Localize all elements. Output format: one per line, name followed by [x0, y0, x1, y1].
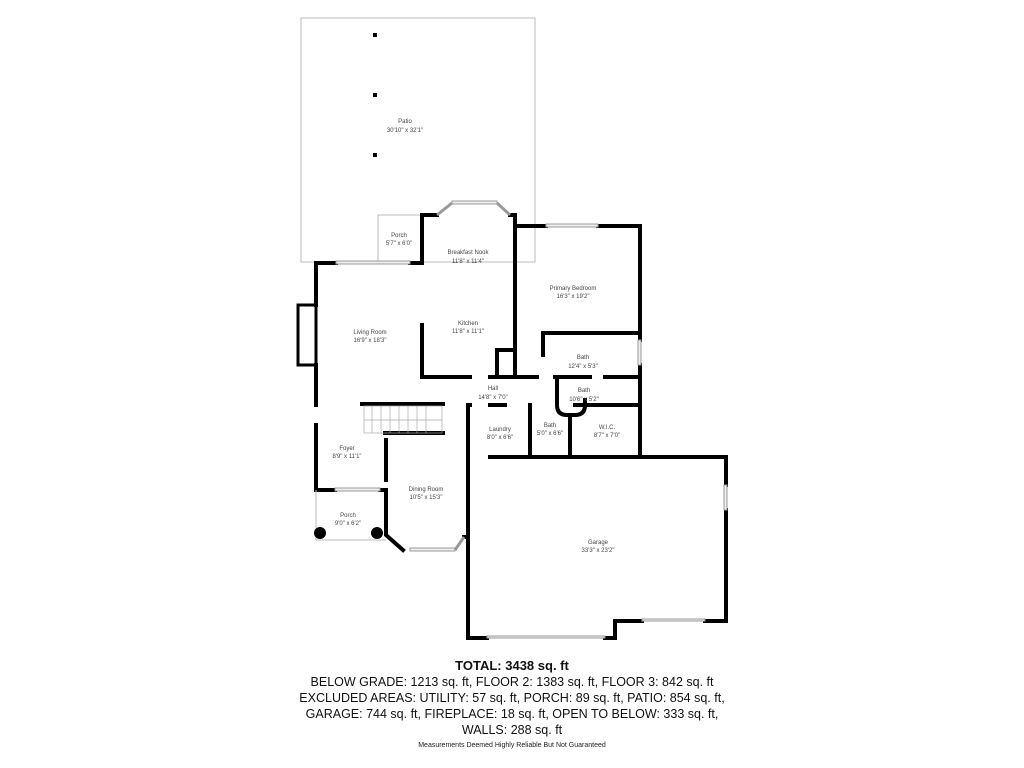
room-label-porch-front: Porch 9'0" x 6'2": [335, 513, 361, 527]
room-label-laundry: Laundry 8'0" x 6'6": [487, 427, 513, 441]
room-label-primary-bedroom: Primary Bedroom 16'3" x 19'2": [550, 286, 597, 300]
svg-text:Dining Room: Dining Room: [409, 487, 444, 493]
svg-text:11'8" x 11'1": 11'8" x 11'1": [452, 329, 484, 335]
svg-text:14'8" x 7'0": 14'8" x 7'0": [478, 395, 508, 401]
svg-text:Living Room: Living Room: [353, 330, 386, 336]
svg-text:Primary Bedroom: Primary Bedroom: [550, 286, 597, 292]
svg-text:Patio: Patio: [398, 119, 412, 125]
svg-text:16'3" x 19'2": 16'3" x 19'2": [557, 294, 590, 300]
patio-post: [373, 153, 377, 157]
svg-text:33'3" x 23'2": 33'3" x 23'2": [582, 548, 615, 554]
area-breakdown-line: GARAGE: 744 sq. ft, FIREPLACE: 18 sq. ft…: [305, 707, 719, 721]
svg-text:Kitchen: Kitchen: [458, 321, 478, 327]
total-area: TOTAL: 3438 sq. ft: [455, 658, 569, 673]
room-label-garage: Garage 33'3" x 23'2": [582, 540, 615, 554]
svg-text:Porch: Porch: [391, 233, 407, 239]
area-breakdown-line: WALLS: 288 sq. ft: [461, 723, 563, 737]
patio-outline: [300, 17, 536, 263]
patio-post: [373, 33, 377, 37]
svg-text:Porch: Porch: [340, 513, 356, 519]
svg-text:Breakfast Nook: Breakfast Nook: [447, 250, 489, 256]
svg-text:8'0" x 6'6": 8'0" x 6'6": [487, 435, 513, 441]
svg-text:16'9" x 18'3": 16'9" x 18'3": [354, 338, 387, 344]
porch-column: [371, 527, 383, 539]
svg-text:Foyer: Foyer: [339, 446, 354, 452]
svg-text:Hall: Hall: [488, 386, 498, 392]
svg-text:5'0" x 6'6": 5'0" x 6'6": [537, 431, 563, 437]
fireplace: [296, 303, 318, 367]
patio-post: [373, 93, 377, 97]
svg-text:Bath: Bath: [544, 423, 556, 429]
svg-text:8'9" x 11'1": 8'9" x 11'1": [332, 454, 361, 460]
svg-text:10'5" x 15'3": 10'5" x 15'3": [410, 495, 443, 501]
disclaimer: Measurements Deemed Highly Reliable But …: [418, 742, 606, 749]
area-breakdown-line: BELOW GRADE: 1213 sq. ft, FLOOR 2: 1383 …: [310, 675, 714, 689]
svg-text:Bath: Bath: [578, 388, 590, 394]
svg-text:Laundry: Laundry: [489, 427, 511, 433]
svg-text:30'10" x 32'1": 30'10" x 32'1": [387, 128, 423, 134]
staircase: [363, 405, 443, 434]
windows: [334, 200, 728, 639]
room-label-kitchen: Kitchen 11'8" x 11'1": [452, 321, 484, 335]
room-label-dining-room: Dining Room 10'5" x 15'3": [409, 487, 444, 501]
front-porch-outline: [315, 490, 386, 541]
svg-text:11'8" x 11'4": 11'8" x 11'4": [452, 259, 484, 265]
room-label-patio: Patio 30'10" x 32'1": [387, 119, 423, 134]
svg-text:9'0" x 6'2": 9'0" x 6'2": [335, 521, 361, 527]
porch-column: [314, 527, 326, 539]
svg-text:10'6" x 5'2": 10'6" x 5'2": [569, 397, 599, 403]
svg-text:Bath: Bath: [577, 355, 589, 361]
room-label-foyer: Foyer 8'9" x 11'1": [332, 446, 361, 460]
room-label-porch-back: Porch 5'7" x 6'0": [386, 233, 412, 247]
room-label-bath: Bath 5'0" x 6'6": [537, 423, 563, 437]
room-label-bath: Bath 10'6" x 5'2": [569, 388, 599, 403]
room-label-bath: Bath 12'4" x 5'3": [568, 355, 598, 370]
area-breakdown-line: EXCLUDED AREAS: UTILITY: 57 sq. ft, PORC…: [299, 691, 725, 705]
svg-text:12'4" x 5'3": 12'4" x 5'3": [568, 364, 598, 370]
walls: [314, 213, 728, 640]
room-label-living-room: Living Room 16'9" x 18'3": [353, 330, 386, 344]
svg-text:Garage: Garage: [588, 540, 609, 546]
room-label-wic: W.I.C. 8'7" x 7'0": [594, 425, 620, 439]
room-label-hall: Hall 14'8" x 7'0": [478, 386, 508, 401]
svg-text:W.I.C.: W.I.C.: [599, 425, 616, 431]
svg-text:8'7" x 7'0": 8'7" x 7'0": [594, 433, 620, 439]
svg-text:5'7" x 6'0": 5'7" x 6'0": [386, 241, 412, 247]
room-label-breakfast-nook: Breakfast Nook 11'8" x 11'4": [447, 250, 489, 265]
